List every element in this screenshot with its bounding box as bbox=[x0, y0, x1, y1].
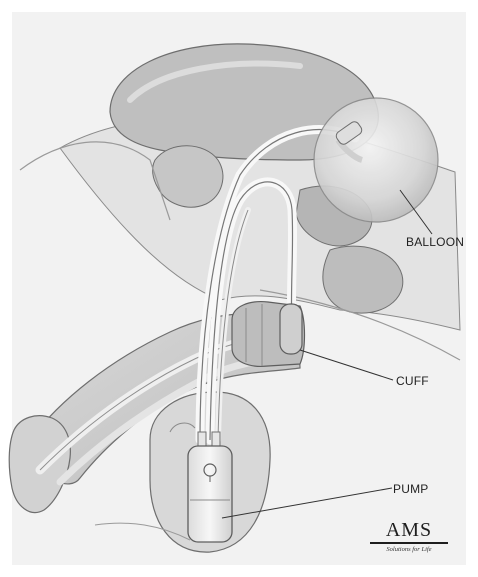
cuff-label: CUFF bbox=[396, 374, 429, 388]
cuff bbox=[232, 302, 305, 367]
balloon-label: BALLOON bbox=[406, 235, 464, 249]
ams-logo: AMS Solutions for Life bbox=[368, 519, 450, 554]
logo-tagline: Solutions for Life bbox=[368, 546, 450, 554]
pump bbox=[188, 432, 232, 542]
logo-divider bbox=[370, 542, 448, 544]
balloon bbox=[314, 98, 438, 222]
pump-label: PUMP bbox=[393, 482, 428, 496]
logo-text: AMS bbox=[368, 519, 450, 541]
